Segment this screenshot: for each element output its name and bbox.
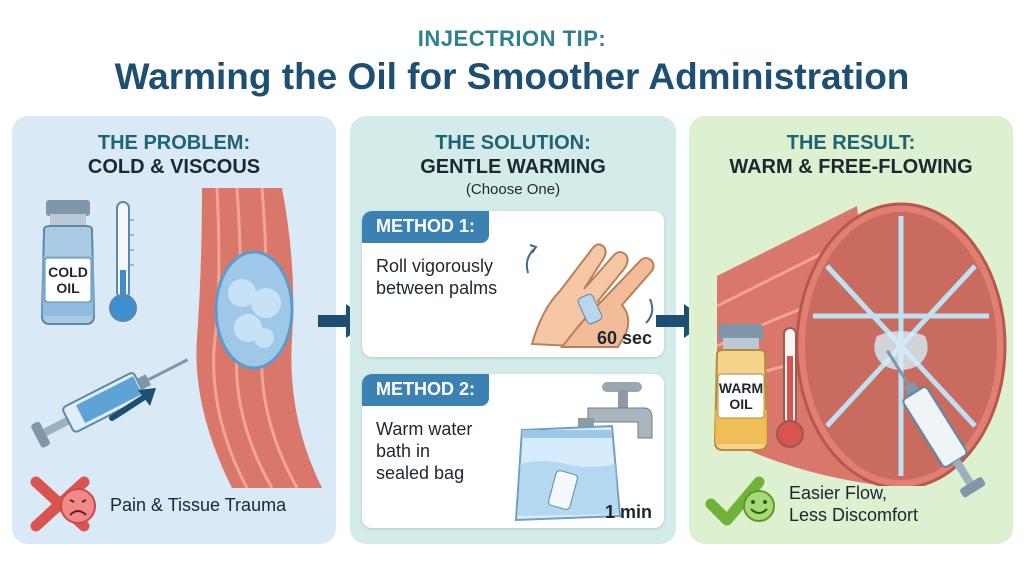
- thermometer-cold-icon: [109, 201, 137, 322]
- solution-subtitle: GENTLE WARMING: [420, 156, 606, 178]
- method-card-1: METHOD 1: Roll vigorously between palms …: [362, 211, 664, 357]
- method-tag-2: METHOD 2:: [362, 374, 489, 406]
- push-arrow-icon: [109, 388, 156, 421]
- method-text-1-line2: between palms: [376, 278, 498, 298]
- muscle-icon: [196, 188, 322, 488]
- syringe-icon: [31, 358, 189, 448]
- solution-title: THE SOLUTION:: [435, 132, 591, 154]
- method-text-1-line1: Roll vigorously: [376, 256, 494, 276]
- result-panel: THE RESULT: WARM & FREE-FLOWING WARM OIL: [689, 116, 1013, 544]
- method-card-2: METHOD 2: Warm water bath in sealed bag …: [362, 374, 664, 528]
- problem-title: THE PROBLEM:: [97, 132, 251, 154]
- cold-vial-label-line1: COLD: [48, 264, 88, 280]
- smile-face-icon: [743, 490, 775, 522]
- vial-icon: [40, 200, 96, 325]
- sad-face-icon: [60, 488, 96, 524]
- result-outcome-line1: Easier Flow,: [789, 483, 888, 503]
- warm-vial-label-line1: WARM: [718, 380, 764, 396]
- warm-vial-label-line2: OIL: [729, 396, 753, 412]
- cold-vial-label-line2: OIL: [56, 280, 80, 296]
- eyebrow-title: INJECTRION TIP:: [417, 26, 607, 51]
- solution-note: (Choose One): [465, 181, 561, 198]
- method-text-2-line3: sealed bag: [376, 463, 465, 483]
- thermometer-warm-icon: [776, 327, 804, 448]
- problem-outcome: Pain & Tissue Trauma: [110, 495, 287, 515]
- syringe-icon: [886, 349, 986, 498]
- method-tag-1: METHOD 1:: [362, 211, 489, 243]
- water-bag-icon: [514, 424, 622, 522]
- method-time-1: 60 sec: [596, 328, 652, 348]
- problem-panel: THE PROBLEM: COLD & VISCOUS COLD OIL: [12, 116, 336, 544]
- method-text-2-line2: bath in: [376, 441, 431, 461]
- problem-subtitle: COLD & VISCOUS: [87, 156, 261, 178]
- result-title: THE RESULT:: [786, 132, 916, 154]
- result-outcome-line2: Less Discomfort: [789, 505, 919, 525]
- vial-icon: [713, 324, 769, 451]
- result-subtitle: WARM & FREE-FLOWING: [729, 156, 973, 178]
- method-time-2: 1 min: [604, 502, 652, 522]
- hands-icon: [525, 243, 655, 349]
- method-text-2-line1: Warm water: [376, 419, 473, 439]
- main-title: Warming the Oil for Smoother Administrat…: [114, 56, 910, 97]
- solution-panel: THE SOLUTION: GENTLE WARMING (Choose One…: [350, 116, 676, 544]
